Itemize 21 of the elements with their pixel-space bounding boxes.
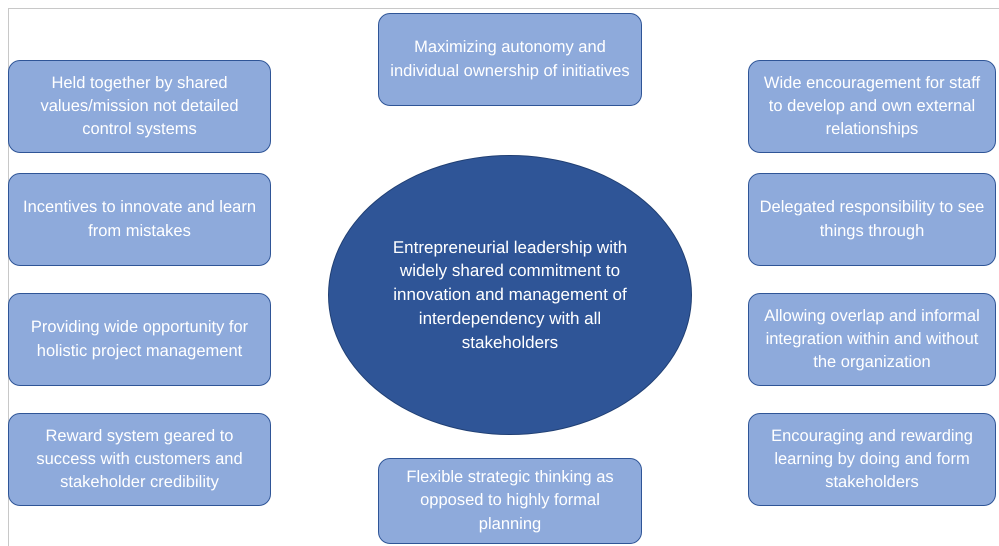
node-text: Maximizing autonomy and individual ownership of initiatives [389, 37, 631, 82]
node-text: Entrepreneurial leadership with widely shared commitment to innovation and management of interdependency with all stakeholders [392, 236, 628, 354]
rounded-box [8, 60, 271, 153]
node-text: Allowing overlap and informal integration within and without the organization [763, 306, 981, 374]
rounded-box [748, 173, 996, 266]
rounded-box [748, 413, 996, 506]
rounded-box [748, 293, 996, 386]
node-text: Incentives to innovate and learn from mistakes [22, 197, 257, 242]
rounded-box [8, 293, 271, 386]
node-text: Delegated responsibility to see things through [758, 197, 986, 242]
node-text: Held together by shared values/mission not detailed control systems [39, 72, 240, 140]
rounded-box [378, 13, 642, 106]
node-text: Providing wide opportunity for holistic project management [30, 317, 250, 362]
node-text: Encouraging and rewarding learning by doing and form stakeholders [770, 426, 974, 494]
rounded-box [8, 413, 271, 506]
rounded-box [378, 458, 642, 544]
node-text: Wide encouragement for staff to develop and own external relationships [762, 72, 982, 140]
rounded-box [8, 173, 271, 266]
node-text: Reward system geared to success with customers and stakeholder credibility [35, 426, 244, 494]
rounded-box [748, 60, 996, 153]
node-text: Flexible strategic thinking as opposed to highly formal planning [405, 467, 615, 535]
